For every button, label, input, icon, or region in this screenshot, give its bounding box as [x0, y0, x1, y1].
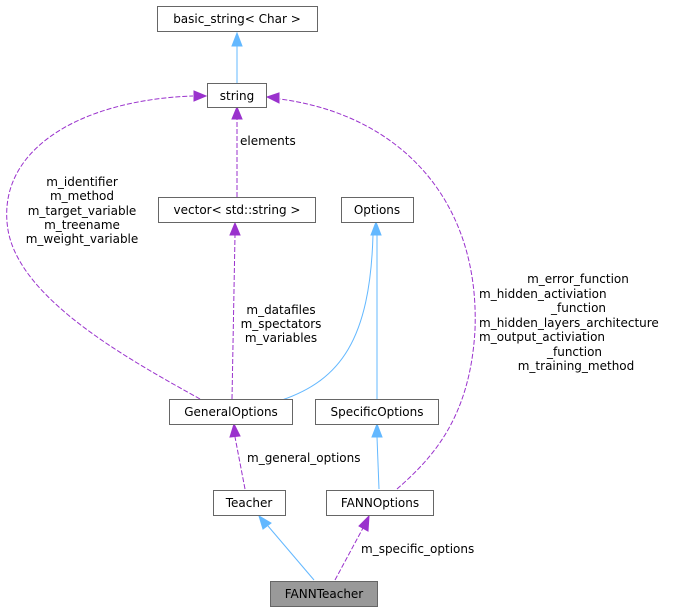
- svg-text:GeneralOptions: GeneralOptions: [184, 405, 278, 419]
- edge-fannteacher-to-fannoptions: [334, 514, 370, 581]
- usage-arrowhead: [229, 221, 241, 236]
- svg-text:m_general_options: m_general_options: [247, 451, 361, 465]
- edge-generaloptions-to-vector: [229, 221, 241, 400]
- inheritance-arrowhead: [371, 422, 383, 438]
- node-options[interactable]: Options: [341, 197, 414, 223]
- svg-text:m_hidden_activiation: m_hidden_activiation: [479, 287, 607, 301]
- edge-fannoptions-to-string: [265, 92, 476, 490]
- edge-generaloptions-to-options: [281, 220, 382, 401]
- svg-text:m_hidden_layers_architecture: m_hidden_layers_architecture: [479, 316, 659, 330]
- edge-string-to-basic-string: [231, 31, 243, 83]
- inheritance-arrowhead: [370, 220, 382, 236]
- svg-text:FANNTeacher: FANNTeacher: [285, 587, 364, 601]
- svg-text:Teacher: Teacher: [225, 496, 273, 510]
- svg-text:_function: _function: [550, 301, 606, 315]
- svg-text:m_datafiles: m_datafiles: [246, 303, 315, 317]
- svg-text:vector< std::string >: vector< std::string >: [174, 203, 301, 217]
- svg-text:SpecificOptions: SpecificOptions: [330, 405, 423, 419]
- svg-text:m_variables: m_variables: [245, 331, 317, 345]
- svg-text:m_spectators: m_spectators: [241, 317, 322, 331]
- node-general-options[interactable]: GeneralOptions: [169, 399, 293, 425]
- svg-text:_function: _function: [546, 345, 602, 359]
- inheritance-arrowhead: [258, 514, 272, 530]
- node-basic-string[interactable]: basic_string< Char >: [157, 6, 318, 32]
- svg-text:string: string: [220, 89, 254, 103]
- edge-teacher-to-generaloptions: [229, 422, 246, 490]
- node-string[interactable]: string: [207, 83, 267, 108]
- edge-label-teacher-generaloptions: m_general_options: [247, 451, 361, 465]
- edge-label-generaloptions-string: m_identifier m_method m_target_variable …: [26, 175, 139, 246]
- edge-generaloptions-to-string: [6, 90, 208, 400]
- usage-arrowhead: [193, 90, 208, 102]
- node-specific-options[interactable]: SpecificOptions: [315, 399, 439, 425]
- edge-fannoptions-to-specificoptions: [371, 422, 383, 490]
- svg-text:m_training_method: m_training_method: [518, 359, 635, 373]
- svg-text:basic_string< Char >: basic_string< Char >: [173, 12, 301, 26]
- svg-text:FANNOptions: FANNOptions: [341, 496, 419, 510]
- edge-label-elements: elements: [240, 134, 296, 148]
- usage-arrowhead: [358, 514, 370, 532]
- node-fann-teacher[interactable]: FANNTeacher: [270, 581, 378, 607]
- svg-text:m_target_variable: m_target_variable: [28, 204, 137, 218]
- edge-label-fannoptions-string: m_error_function m_hidden_activiation _f…: [479, 272, 659, 373]
- usage-arrowhead: [229, 422, 241, 438]
- inheritance-arrowhead: [231, 31, 243, 47]
- node-vector-string[interactable]: vector< std::string >: [158, 197, 316, 223]
- edge-vector-to-string: [231, 105, 243, 197]
- svg-text:m_weight_variable: m_weight_variable: [26, 232, 139, 246]
- svg-text:m_treename: m_treename: [44, 218, 120, 232]
- svg-text:elements: elements: [240, 134, 296, 148]
- edge-label-fannteacher-fannoptions: m_specific_options: [361, 542, 474, 556]
- edge-label-generaloptions-vector: m_datafiles m_spectators m_variables: [241, 303, 322, 345]
- usage-arrowhead: [265, 92, 280, 104]
- svg-text:m_error_function: m_error_function: [527, 272, 629, 286]
- node-teacher[interactable]: Teacher: [213, 490, 286, 516]
- usage-arrowhead: [231, 105, 243, 120]
- svg-text:m_specific_options: m_specific_options: [361, 542, 474, 556]
- edge-fannteacher-to-teacher: [258, 514, 315, 581]
- node-fann-options[interactable]: FANNOptions: [326, 490, 434, 516]
- svg-text:m_method: m_method: [50, 189, 114, 203]
- svg-text:m_output_activiation: m_output_activiation: [479, 330, 605, 344]
- svg-text:Options: Options: [354, 203, 400, 217]
- svg-text:m_identifier: m_identifier: [46, 175, 118, 189]
